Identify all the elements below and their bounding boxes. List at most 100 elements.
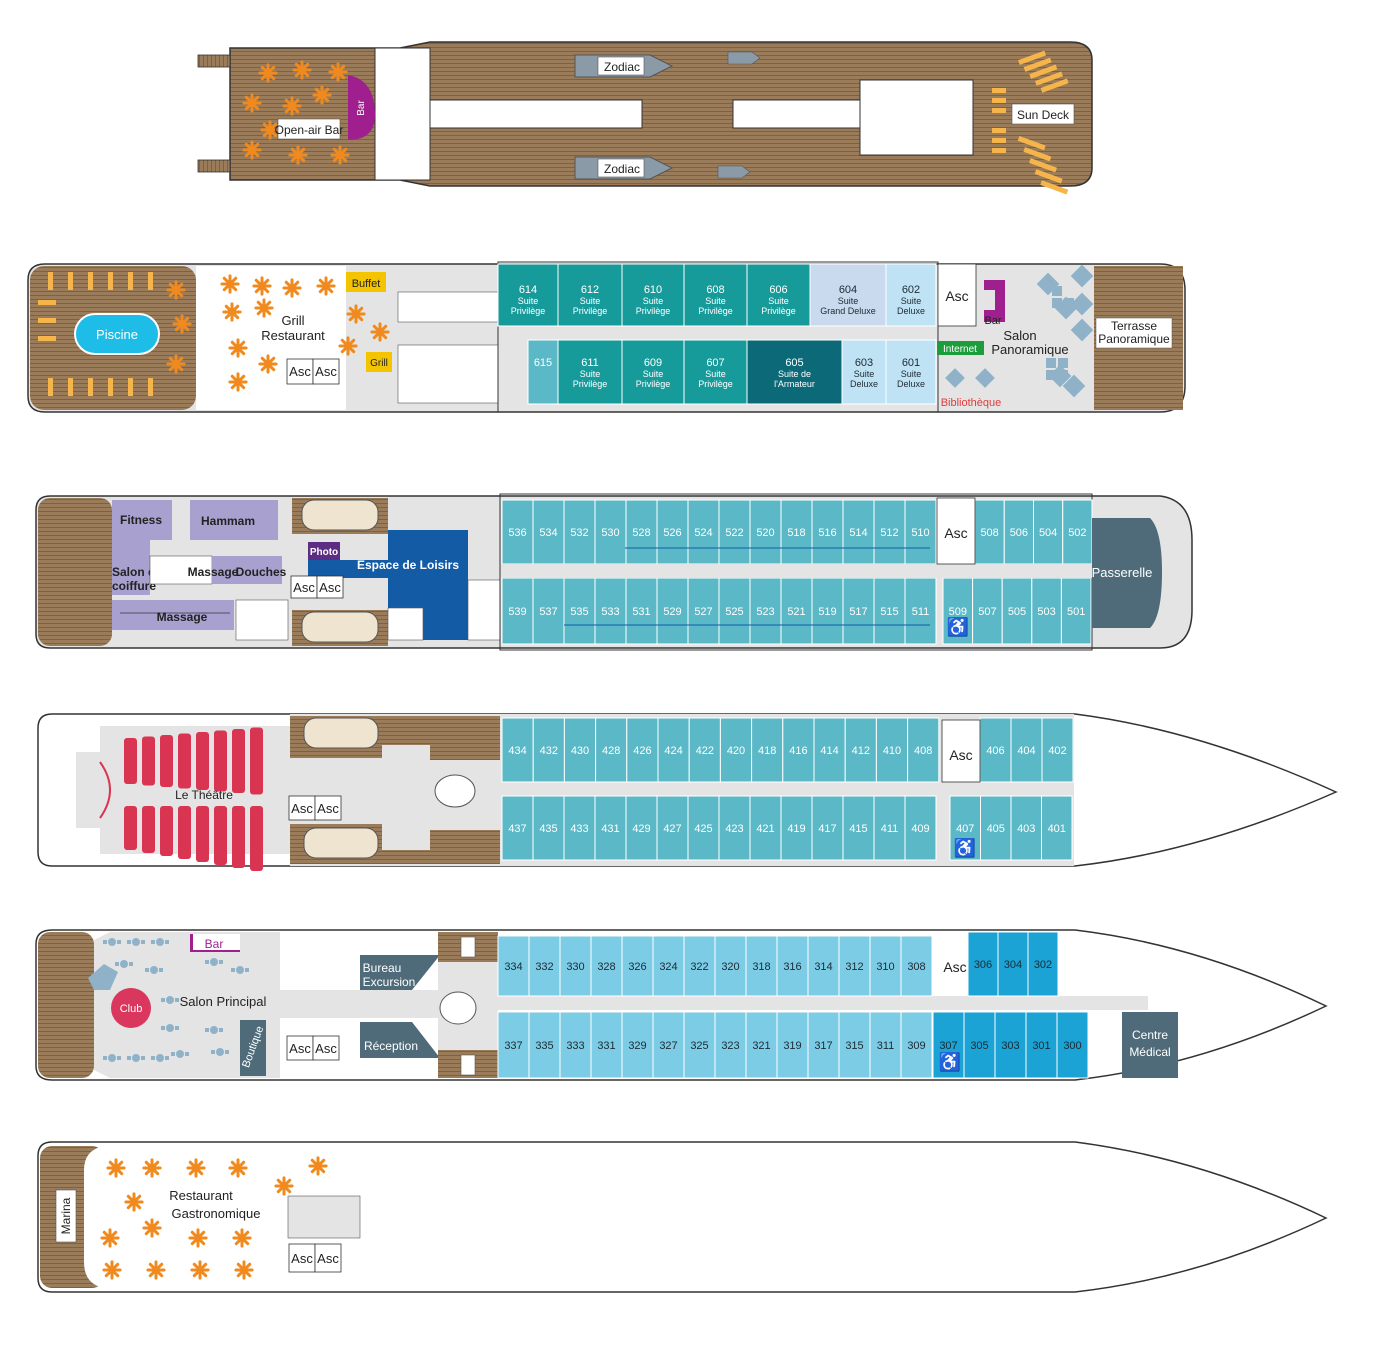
suite-number: 612 [581, 284, 599, 296]
fitness [112, 500, 172, 540]
seat-icon [129, 962, 133, 966]
deck-4-fore-deck-bottom [382, 830, 500, 864]
table-chairs-icon [242, 140, 262, 160]
cabin-330: 330 [559, 935, 592, 997]
cabin-308: 308 [900, 935, 933, 997]
salon-coiffure-label-2: coiffure [112, 579, 156, 593]
zodiac-top: Zodiac [574, 51, 761, 78]
restaurant-gastronomique-label-1: Restaurant [169, 1188, 233, 1203]
cabin-518: 518 [780, 499, 813, 565]
cabin-number: 534 [539, 527, 557, 539]
table-chairs-icon [190, 1260, 210, 1280]
seat-icon [1052, 298, 1062, 308]
cabin-number: 530 [601, 527, 619, 539]
chair-icon [260, 356, 267, 363]
cabin-number: 322 [690, 961, 708, 973]
cabin-room [1025, 1011, 1058, 1079]
cabin-room [714, 935, 747, 997]
cabin-number: 431 [601, 823, 619, 835]
cabin-room [932, 1011, 965, 1079]
cabin-room [907, 717, 940, 783]
table-chairs-icon [166, 280, 186, 300]
chair-icon [253, 142, 260, 149]
suite-room [809, 263, 887, 327]
passerelle-label: Passerelle [1092, 565, 1153, 580]
cabin-room [497, 935, 530, 997]
cabin-room [942, 577, 974, 645]
table-chairs-icon [102, 1260, 122, 1280]
table-chairs-icon [288, 145, 308, 165]
suite-type-line1: Suite [768, 296, 789, 306]
chair-icon [314, 96, 321, 103]
deck-4-lift-1-label: Asc [291, 801, 313, 816]
table-icon [322, 282, 330, 290]
deck-5-main-lift [936, 497, 976, 565]
chair-icon [117, 1169, 124, 1176]
chair-icon [126, 1203, 133, 1210]
table-icon [334, 68, 342, 76]
cabin-number: 401 [1048, 823, 1066, 835]
table-icon [196, 1266, 204, 1274]
table-icon [336, 151, 344, 159]
table-icon [248, 146, 256, 154]
table-chairs-icon [106, 1158, 126, 1178]
marina-label: Marina [59, 1197, 73, 1234]
cabin-room [625, 795, 658, 861]
massage-bottom [112, 600, 234, 630]
table-icon [210, 958, 218, 966]
cabin-527: 527 [687, 577, 720, 645]
cabin-room [1003, 499, 1034, 565]
restaurant-tables [100, 1156, 328, 1280]
cabin-334: 334 [497, 935, 530, 997]
wheelchair-icon: ♿ [954, 837, 976, 858]
deck-5-lift-2 [316, 575, 344, 599]
chair-icon [269, 356, 276, 363]
cabin-427: 427 [656, 795, 689, 861]
cabin-room [688, 717, 721, 783]
lounger-icon [1040, 78, 1069, 93]
cabin-number: 308 [907, 961, 925, 973]
reception [360, 1022, 440, 1058]
chair-icon [102, 1239, 109, 1246]
salon-coiffure [112, 540, 150, 595]
deck-7-opening-mid [429, 99, 643, 129]
cabin-number: 304 [1004, 959, 1022, 971]
cabin-526: 526 [656, 499, 689, 565]
table-chairs-icon [274, 1176, 294, 1196]
cabin-number: 415 [849, 823, 867, 835]
chair-icon [117, 1160, 124, 1167]
chair-icon [372, 333, 379, 340]
cabin-537: 537 [532, 577, 565, 645]
cabin-number: 408 [914, 745, 932, 757]
chair-icon [244, 95, 251, 102]
cabin-406: 406 [979, 717, 1012, 783]
chair-icon [148, 1262, 155, 1269]
seat-row-bottom [178, 806, 191, 859]
cabin-429: 429 [625, 795, 658, 861]
cabin-room [1056, 1011, 1089, 1079]
cabin-525: 525 [718, 577, 751, 645]
chair-icon [253, 151, 260, 158]
seat-row-bottom [250, 806, 263, 871]
cabin-room [714, 1011, 747, 1079]
chair-icon [254, 278, 261, 285]
seat-icon [231, 968, 235, 972]
cabin-room [590, 935, 623, 997]
salon-panoramique-label-2: Panoramique [991, 342, 1068, 357]
stern-step-bottom [197, 159, 231, 173]
chair-icon [192, 1262, 199, 1269]
suite-type-line2: Privilège [761, 306, 796, 316]
cabin-number: 421 [756, 823, 774, 835]
table-icon [264, 69, 272, 77]
cabin-number: 432 [540, 745, 558, 757]
cabin-room [594, 577, 627, 645]
cabin-522: 522 [718, 499, 751, 565]
buffet [346, 272, 386, 292]
reading-table-icon [945, 368, 965, 388]
chair-icon [199, 1239, 206, 1246]
deck-3-stair [439, 991, 477, 1025]
table-chairs-icon [220, 274, 240, 294]
cabin-room [900, 935, 933, 997]
